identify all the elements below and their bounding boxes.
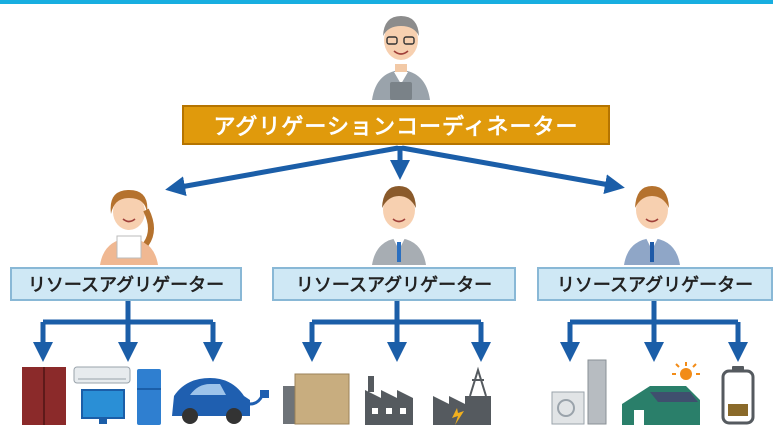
heat-pump-water-heater-icon [551,359,607,425]
aggregator-person-2-icon [372,186,426,265]
power-plant-icon [433,366,491,425]
fridge-blue-icon [137,369,161,425]
refrigerator-icon [22,367,66,425]
aggregator-2-arrows [302,301,491,362]
solar-house-icon [622,362,700,425]
tv-icon [81,389,125,424]
resource-aggregator-box-3: リソースアグリゲーター [537,267,773,301]
resource-aggregator-box-2: リソースアグリゲーター [272,267,516,301]
aggregator-person-3-icon [624,186,680,265]
coordinator-arrows [165,145,625,197]
coordinator-person-icon [372,16,430,100]
resource-aggregator-box-1: リソースアグリゲーター [10,267,242,301]
top-rule [0,0,773,4]
air-conditioner-icon [73,366,131,384]
electric-car-icon [172,378,269,424]
aggregator-1-arrows [33,301,223,362]
aggregator-3-arrows [560,301,748,362]
aggregation-coordinator-box: アグリゲーションコーディネーター [182,105,610,145]
resource-aggregator-label-2: リソースアグリゲーター [295,275,493,296]
building-icon [283,373,350,425]
battery-icon [721,366,755,425]
resource-aggregator-label-1: リソースアグリゲーター [27,275,225,296]
resource-aggregator-label-3: リソースアグリゲーター [556,275,754,296]
aggregator-person-1-icon [100,190,158,265]
factory-icon [365,376,413,425]
aggregation-coordinator-label: アグリゲーションコーディネーター [213,115,579,140]
